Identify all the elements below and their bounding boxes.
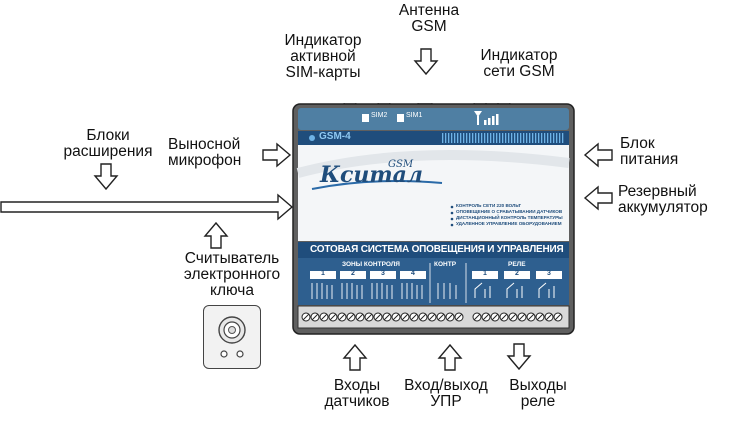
label-key-reader: Считыватель электронного ключа (165, 251, 299, 299)
label-line: расширения (63, 143, 153, 160)
relay-title: РЕЛЕ (508, 261, 526, 268)
label-line: электронного (183, 266, 281, 283)
brand-logo: Кситал (320, 162, 424, 188)
zone-number: 3 (381, 270, 385, 277)
sim1-indicator-label: SIM1 (406, 112, 423, 119)
label-gsm-indicator: Индикатор сети GSM (464, 48, 574, 80)
label-line: Вход/выход (404, 377, 488, 394)
gsm-device: SIM2 SIM1 GSM-4 Кситал GSM КОНТРОЛЬ СЕТИ… (292, 92, 575, 335)
label-line: Антенна (398, 2, 460, 19)
label-line: датчиков (324, 393, 390, 410)
relay-switch-symbols (474, 282, 555, 298)
arrow-up-sensor-inputs (342, 343, 368, 371)
label-line: Считыватель (184, 250, 280, 267)
label-line: Блок (620, 135, 655, 152)
label-remote-microphone: Выносной микрофон (168, 137, 260, 169)
arrow-up-key-reader (203, 221, 229, 249)
arrow-down-relay (506, 343, 532, 371)
label-line: Блоки (86, 127, 130, 144)
label-line: сети GSM (483, 63, 555, 80)
label-line: Выносной (168, 136, 241, 153)
label-power-unit: Блок питания (620, 136, 700, 168)
arrow-left-battery (583, 185, 613, 211)
electronic-key-reader (203, 305, 261, 369)
arrow-right-microphone (262, 142, 292, 168)
label-sim-indicator: Индикатор активной SIM-карты (268, 33, 378, 81)
zone-number: 1 (321, 270, 325, 277)
label-line: Индикатор (480, 47, 558, 64)
arrow-down-expansion (93, 163, 119, 191)
device-model: GSM-4 (319, 131, 351, 142)
label-line: Резервный (618, 183, 697, 200)
feature-item: ДИСТАНЦИОННЫЙ КОНТРОЛЬ ТЕМПЕРАТУРЫ (456, 215, 563, 220)
label-line: микрофон (168, 152, 242, 169)
label-line: реле (520, 393, 556, 410)
zone-number: 4 (411, 270, 415, 277)
device-body (292, 92, 575, 335)
arrow-right-expansion-bus (0, 193, 294, 221)
label-line: Индикатор (284, 32, 362, 49)
label-line: активной (290, 48, 356, 65)
label-line: SIM-карты (285, 64, 361, 81)
relay-number: 3 (547, 270, 551, 277)
label-line: Входы (333, 377, 381, 394)
label-expansion-blocks: Блоки расширения (58, 128, 158, 160)
arrow-up-upr (437, 343, 463, 371)
key-reader-graphic (218, 316, 246, 358)
arrow-left-power (583, 142, 613, 168)
label-line: Выходы (509, 377, 567, 394)
arrow-down-antenna (413, 48, 439, 76)
label-upr-io: Вход/выход УПР (394, 378, 498, 410)
label-line: питания (620, 151, 679, 168)
label-sensor-inputs: Входы датчиков (312, 378, 402, 410)
label-line: аккумулятор (618, 199, 708, 216)
contr-title: КОНТР (434, 261, 457, 268)
label-antenna-gsm: Антенна GSM (384, 3, 474, 35)
label-relay-outputs: Выходы реле (498, 378, 578, 410)
relay-number: 1 (483, 270, 487, 277)
sim2-indicator-label: SIM2 (371, 112, 388, 119)
signal-level-stripes (442, 133, 564, 143)
label-line: ключа (210, 282, 254, 299)
zone-number: 2 (351, 270, 355, 277)
feature-item: ОПОВЕЩЕНИЕ О СРАБАТЫВАНИИ ДАТЧИКОВ (456, 209, 563, 214)
label-line: УПР (430, 393, 462, 410)
feature-item: УДАЛЕННОЕ УПРАВЛЕНИЕ ОБОРУДОВАНИЕМ (456, 221, 562, 226)
feature-item: КОНТРОЛЬ СЕТИ 220 ВОЛЬТ (456, 203, 521, 208)
zones-title: ЗОНЫ КОНТРОЛЯ (342, 261, 400, 268)
label-line: GSM (411, 18, 447, 35)
brand-logo-suffix: GSM (388, 159, 414, 170)
device-banner: СОТОВАЯ СИСТЕМА ОПОВЕЩЕНИЯ И УПРАВЛЕНИЯ (310, 244, 564, 255)
relay-number: 2 (515, 270, 519, 277)
label-backup-battery: Резервный аккумулятор (618, 184, 744, 216)
